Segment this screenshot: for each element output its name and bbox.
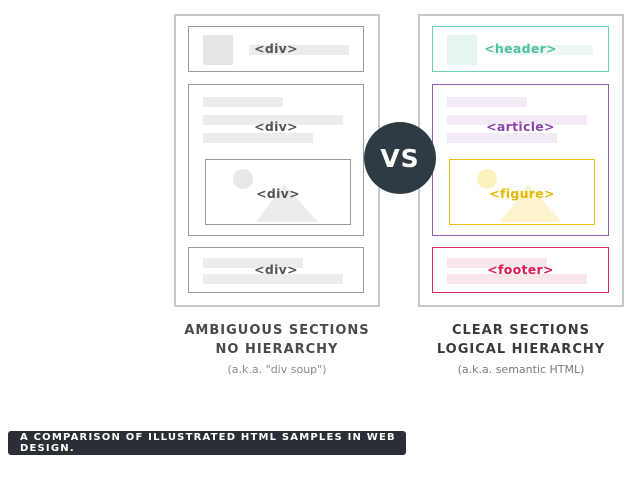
left-footer-text-bar xyxy=(203,258,303,268)
left-label-line2: NO HIERARCHY xyxy=(215,342,339,357)
footer-box: <footer> xyxy=(432,247,609,293)
article-tag: <article> xyxy=(486,119,555,134)
left-header-image-placeholder xyxy=(203,35,233,65)
article-text-bar xyxy=(447,133,557,143)
left-sublabel: (a.k.a. "div soup") xyxy=(227,363,327,376)
mountain-shape xyxy=(256,184,318,222)
article-text-bar xyxy=(447,97,527,107)
left-footer-box: <div> xyxy=(188,247,364,293)
footer-text-bar xyxy=(447,274,587,284)
right-sublabel: (a.k.a. semantic HTML) xyxy=(457,363,585,376)
figure-caption: A COMPARISON OF ILLUSTRATED HTML SAMPLES… xyxy=(8,431,406,455)
figure-tag: <figure> xyxy=(489,186,555,201)
footer-text-bar xyxy=(447,258,547,268)
left-header-box: <div> xyxy=(188,26,364,72)
vs-badge: VS xyxy=(364,122,436,194)
left-figure-box: <div> xyxy=(205,159,351,225)
figure-illustration xyxy=(477,169,562,222)
header-tag: <header> xyxy=(484,41,557,56)
left-footer-tag: <div> xyxy=(254,262,298,277)
mountain-shape xyxy=(500,184,562,222)
left-label: AMBIGUOUS SECTIONS NO HIERARCHY xyxy=(170,321,384,359)
left-footer-text-bar xyxy=(203,274,343,284)
left-label-line1: AMBIGUOUS SECTIONS xyxy=(184,323,370,338)
header-image-placeholder xyxy=(447,35,477,65)
article-text-bar xyxy=(447,115,587,125)
left-article-text-bar xyxy=(203,115,343,125)
left-figure-illustration xyxy=(233,169,318,222)
figure-box: <figure> xyxy=(449,159,595,225)
sun-shape xyxy=(233,169,253,189)
left-article-text-bar xyxy=(203,133,313,143)
footer-tag: <footer> xyxy=(487,262,554,277)
sun-shape xyxy=(477,169,497,189)
header-box: <header> xyxy=(432,26,609,72)
article-box: <article> <figure> xyxy=(432,84,609,236)
left-article-text-bar xyxy=(203,97,283,107)
right-label-line2: LOGICAL HIERARCHY xyxy=(436,342,606,357)
right-label: CLEAR SECTIONS LOGICAL HIERARCHY xyxy=(414,321,628,359)
left-header-tag: <div> xyxy=(254,41,298,56)
header-text-bar xyxy=(493,45,593,55)
left-article-box: <div> <div> xyxy=(188,84,364,236)
left-article-tag: <div> xyxy=(254,119,298,134)
left-header-text-bar xyxy=(249,45,349,55)
right-label-line1: CLEAR SECTIONS xyxy=(451,323,591,338)
left-figure-tag: <div> xyxy=(256,186,300,201)
